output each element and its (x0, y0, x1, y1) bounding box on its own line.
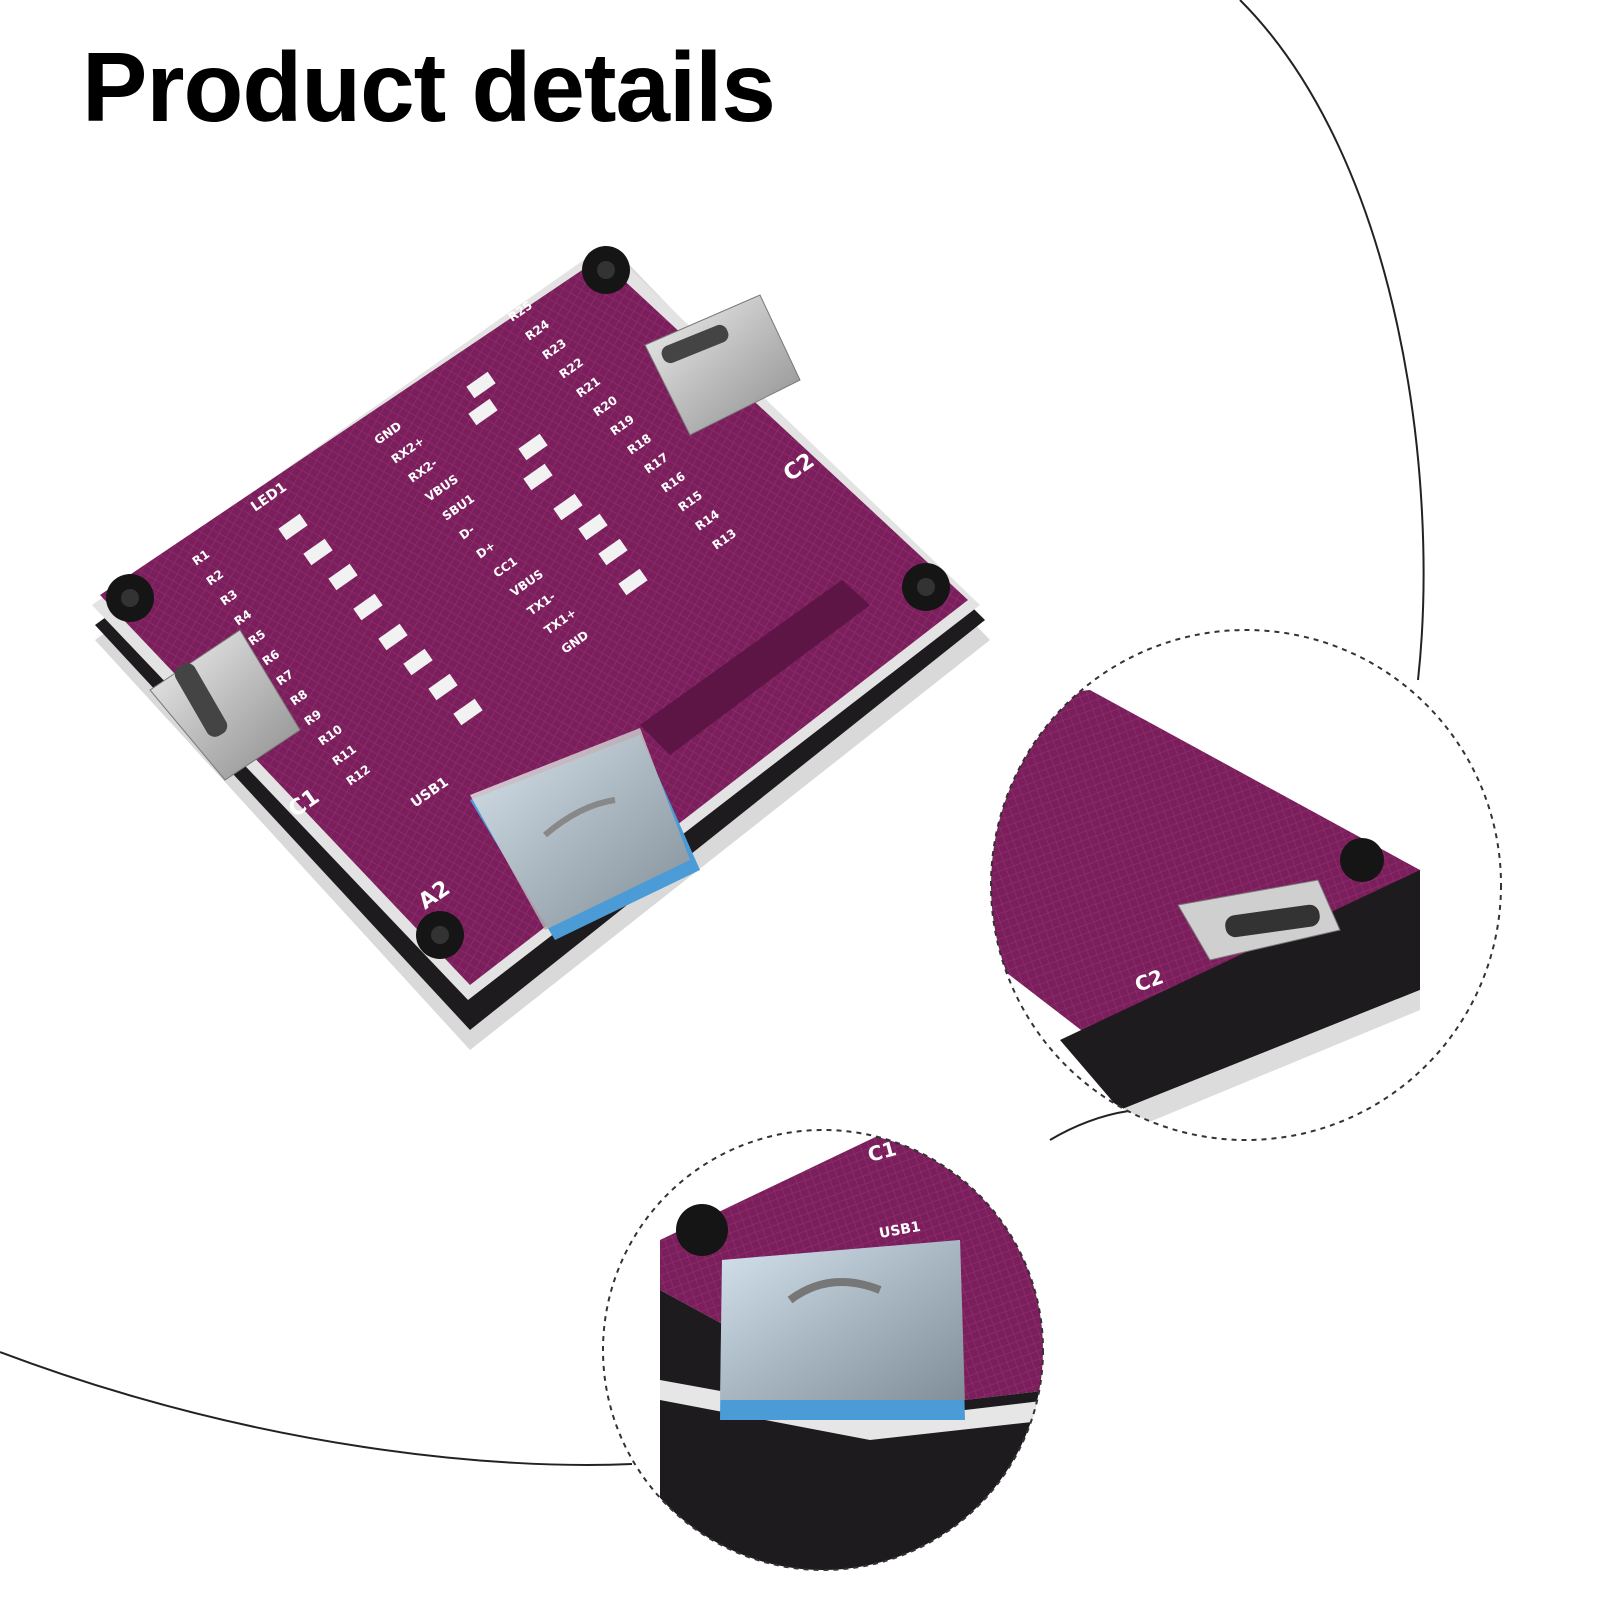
pcb-board (100, 258, 968, 985)
zoom-label-usb1: USB1 (878, 1219, 922, 1242)
pcb-blank-area (640, 580, 870, 755)
page-title: Product details (82, 32, 776, 142)
usb-a-port (470, 728, 700, 940)
screw-icon (106, 246, 950, 959)
usb-c-port-c1 (149, 629, 301, 781)
usb-c-port-c2 (644, 294, 801, 436)
led-pad-grid (278, 371, 648, 726)
